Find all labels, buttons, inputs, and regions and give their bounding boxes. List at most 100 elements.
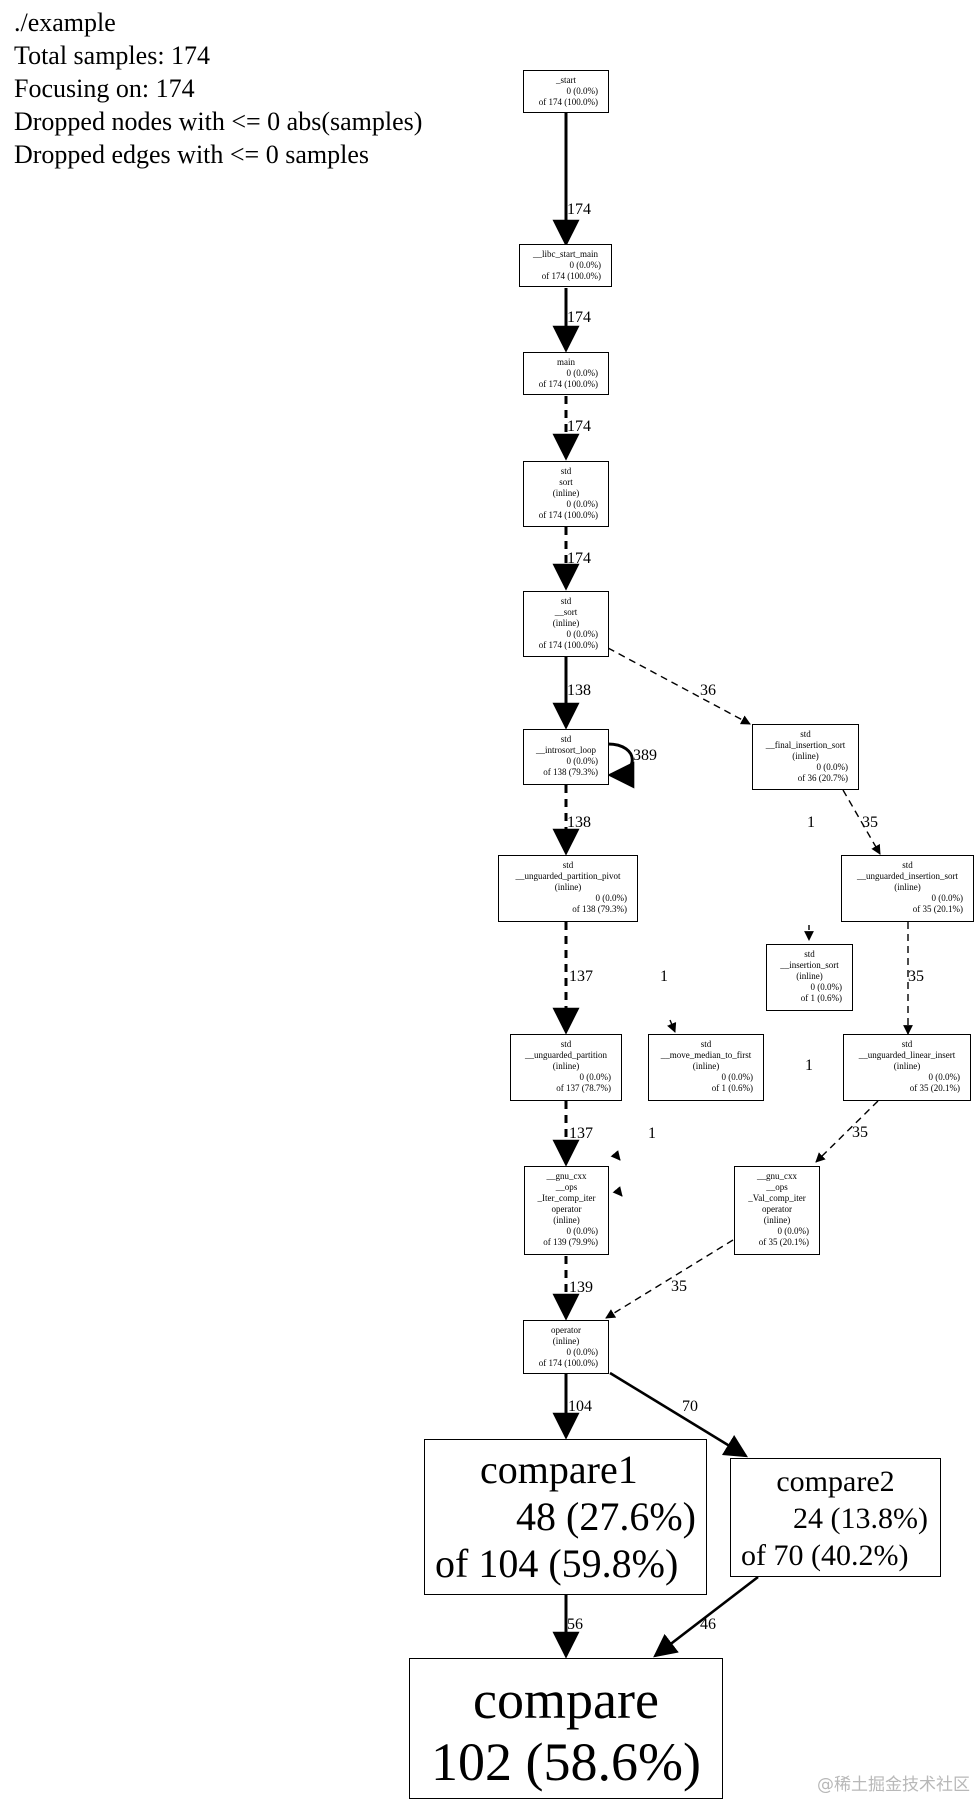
node-inline: (inline) xyxy=(552,618,580,628)
node-namespace: __gnu_cxx xyxy=(757,1171,797,1181)
node-name: compare xyxy=(473,1670,659,1730)
node-inline: (inline) xyxy=(763,1215,791,1225)
node-final-insertion-sort[interactable]: std __final_insertion_sort (inline) 0 (0… xyxy=(752,724,859,790)
node-compare2[interactable]: compare2 24 (13.8%) of 70 (40.2%) xyxy=(730,1458,941,1577)
edge-label: 35 xyxy=(908,968,924,985)
node-cum: of 174 (100.0%) xyxy=(538,379,598,389)
edge-label: 174 xyxy=(567,201,591,218)
node-flat: 0 (0.0%) xyxy=(566,629,599,639)
node-cum: of 174 (100.0%) xyxy=(538,1358,598,1368)
node-main[interactable]: main 0 (0.0%) of 174 (100.0%) xyxy=(523,352,609,395)
node-flat: 0 (0.0%) xyxy=(595,893,628,903)
node-inline: (inline) xyxy=(552,1061,580,1071)
node-namespace: __gnu_cxx xyxy=(546,1171,587,1181)
node-name: sort xyxy=(559,477,573,487)
node-flat: 0 (0.0%) xyxy=(721,1072,754,1082)
node-inline: (inline) xyxy=(692,1061,720,1071)
node-name: __introsort_loop xyxy=(536,745,596,755)
node-flat: 0 (0.0%) xyxy=(931,893,964,903)
node-compare1[interactable]: compare1 48 (27.6%) of 104 (59.8%) xyxy=(424,1439,707,1595)
node-namespace: std xyxy=(804,949,815,959)
node-introsort-loop[interactable]: std __introsort_loop 0 (0.0%) of 138 (79… xyxy=(523,729,609,785)
node-unguarded-partition[interactable]: std __unguarded_partition (inline) 0 (0.… xyxy=(510,1034,622,1101)
node-iter-comp-iter[interactable]: __gnu_cxx __ops _Iter_comp_iter operator… xyxy=(524,1166,609,1255)
node-namespace: __ops xyxy=(766,1182,788,1192)
edge-label: 1 xyxy=(660,968,668,985)
node-insertion-sort[interactable]: std __insertion_sort (inline) 0 (0.0%) o… xyxy=(766,944,853,1011)
node-cum: of 36 (20.7%) xyxy=(797,773,848,783)
edge-sort2-final xyxy=(607,647,751,725)
node-namespace: std xyxy=(560,1039,572,1049)
node-move-median-to-first[interactable]: std __move_median_to_first (inline) 0 (0… xyxy=(648,1034,764,1101)
node-val-comp-iter[interactable]: __gnu_cxx __ops _Val_comp_iter operator … xyxy=(734,1166,820,1255)
edge-insertion-iter xyxy=(612,1186,623,1197)
node-inline: (inline) xyxy=(553,1215,580,1225)
node-cum: of 137 (78.7%) xyxy=(556,1083,611,1093)
edge-final-unguarded-ins xyxy=(842,789,881,855)
node-operator[interactable]: operator (inline) 0 (0.0%) of 174 (100.0… xyxy=(523,1320,609,1374)
node-name: __unguarded_partition xyxy=(525,1050,607,1060)
node-compare[interactable]: compare 102 (58.6%) xyxy=(409,1658,723,1799)
node-name: __final_insertion_sort xyxy=(765,740,846,750)
edge-label: 35 xyxy=(862,814,878,831)
node-cum: of 35 (20.1%) xyxy=(758,1237,809,1247)
edge-label: 1 xyxy=(648,1125,656,1142)
node-inline: (inline) xyxy=(552,1336,580,1346)
edge-label: 174 xyxy=(567,418,591,435)
node-name: __move_median_to_first xyxy=(660,1050,752,1060)
node-namespace: std xyxy=(902,860,913,870)
node-cum: of 138 (79.3%) xyxy=(543,767,598,777)
node-flat: 0 (0.0%) xyxy=(777,1226,810,1236)
node-unguarded-partition-pivot[interactable]: std __unguarded_partition_pivot (inline)… xyxy=(498,855,638,922)
node-cum: of 174 (100.0%) xyxy=(538,640,598,650)
node-std-sort[interactable]: std sort (inline) 0 (0.0%) of 174 (100.0… xyxy=(523,461,609,527)
edge-label: 174 xyxy=(567,309,591,326)
node-cum: of 70 (40.2%) xyxy=(741,1539,909,1572)
edge-label: 137 xyxy=(569,968,593,985)
edge-compare2-compare xyxy=(653,1575,759,1658)
node-name: __sort xyxy=(554,607,578,617)
node-cum: of 104 (59.8%) xyxy=(435,1541,679,1586)
edge-label: 138 xyxy=(567,814,591,831)
node-inline: (inline) xyxy=(893,1061,921,1071)
node-cum: of 1 (0.6%) xyxy=(800,993,842,1003)
node-name: _Iter_comp_iter xyxy=(537,1193,596,1203)
edge-median-iter xyxy=(610,1150,621,1161)
node-name: compare2 xyxy=(776,1465,895,1498)
node-flat: 0 (0.0%) xyxy=(569,260,602,270)
node-flat: 48 (27.6%) xyxy=(516,1494,696,1539)
profile-legend: ./example Total samples: 174 Focusing on… xyxy=(14,6,422,171)
node-inline: (inline) xyxy=(552,488,580,498)
node-inline: (inline) xyxy=(792,751,819,761)
watermark: @稀土掘金技术社区 xyxy=(817,1775,970,1795)
node-std-sort-internal[interactable]: std __sort (inline) 0 (0.0%) of 174 (100… xyxy=(523,591,609,657)
node-name: __unguarded_linear_insert xyxy=(858,1050,956,1060)
node-operator: operator xyxy=(551,1204,582,1214)
edge-label: 36 xyxy=(700,682,716,699)
edge-label: 138 xyxy=(567,682,591,699)
node-flat: 0 (0.0%) xyxy=(566,1347,599,1357)
node-cum: of 174 (100.0%) xyxy=(538,97,598,107)
node-cum: of 138 (79.3%) xyxy=(572,904,627,914)
node-libc-start-main[interactable]: __libc_start_main 0 (0.0%) of 174 (100.0… xyxy=(519,244,612,287)
node-flat: 0 (0.0%) xyxy=(566,499,599,509)
node-cum: of 174 (100.0%) xyxy=(538,510,598,520)
node-start[interactable]: _start 0 (0.0%) of 174 (100.0%) xyxy=(523,70,609,113)
node-namespace: std xyxy=(562,860,574,870)
node-name: _Val_comp_iter xyxy=(748,1193,806,1203)
edge-label: 139 xyxy=(569,1279,593,1296)
node-namespace: std xyxy=(560,734,572,744)
legend-binary: ./example xyxy=(14,8,116,37)
node-inline: (inline) xyxy=(796,971,823,981)
node-namespace: std xyxy=(800,729,811,739)
node-unguarded-insertion-sort[interactable]: std __unguarded_insertion_sort (inline) … xyxy=(841,855,974,922)
node-unguarded-linear-insert[interactable]: std __unguarded_linear_insert (inline) 0… xyxy=(843,1034,971,1101)
edge-introsort-self xyxy=(607,742,635,789)
edge-linear-val xyxy=(815,1100,879,1163)
edge-label: 46 xyxy=(700,1616,716,1633)
node-flat: 0 (0.0%) xyxy=(566,86,599,96)
node-namespace: std xyxy=(560,596,572,606)
edge-label: 56 xyxy=(567,1616,583,1633)
node-flat: 24 (13.8%) xyxy=(793,1502,928,1535)
